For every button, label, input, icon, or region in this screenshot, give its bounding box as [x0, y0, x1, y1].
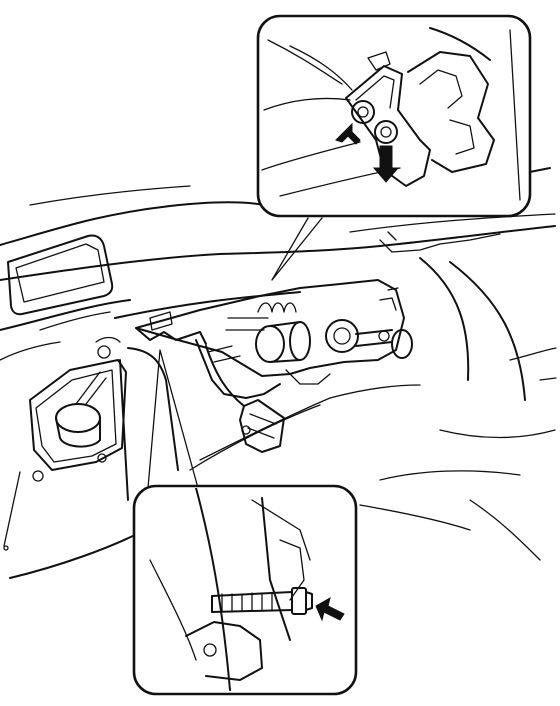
hood-release-lever: [3, 336, 127, 551]
lower-callout-leader: [147, 349, 199, 489]
arrow-icon: [372, 145, 400, 183]
upper-callout: [256, 14, 532, 218]
instrument-panel: [0, 167, 557, 579]
steering-column-assembly: [135, 279, 413, 453]
lower-callout: [132, 484, 358, 696]
upper-callout-leader: [271, 217, 323, 281]
arrow-icon: [315, 596, 345, 622]
arrow-icon: [335, 122, 361, 145]
